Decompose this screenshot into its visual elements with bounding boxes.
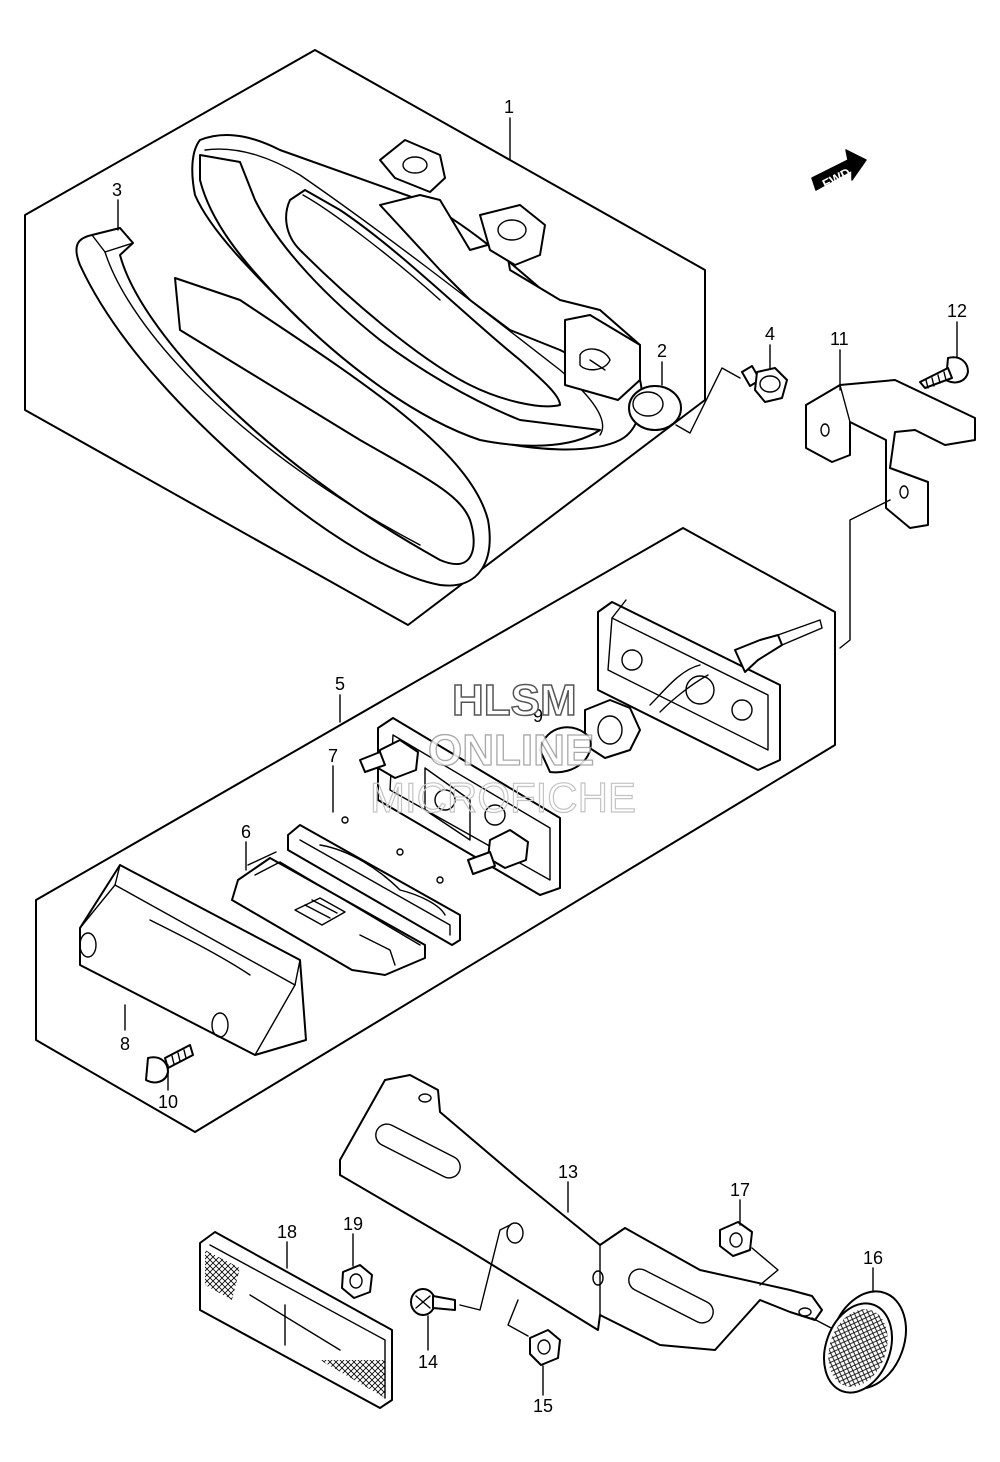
leader-14-13 [459, 1224, 511, 1311]
callout-10: 10 [158, 1092, 178, 1112]
screw-12 [919, 356, 969, 389]
callout-14: 14 [418, 1352, 438, 1372]
reflector-bracket [339, 1074, 823, 1351]
callout-19: 19 [343, 1214, 363, 1234]
fwd-arrow-icon: FWD [811, 149, 867, 192]
leader-2-4 [675, 367, 741, 434]
group-outline-license-lamp [35, 527, 836, 1133]
rear-reflector [823, 1290, 907, 1394]
nut-19 [341, 1264, 373, 1299]
callout-17: 17 [730, 1180, 750, 1200]
callout-15: 15 [533, 1396, 553, 1416]
side-reflector [199, 1231, 393, 1409]
grommet [628, 385, 682, 431]
watermark-line-3: MICROFICHE [370, 774, 636, 821]
callout-8: 8 [120, 1034, 130, 1054]
nut-17 [719, 1221, 753, 1257]
license-lamp-base [539, 599, 823, 774]
watermark: HLSM ONLINE MICROFICHE [369, 675, 636, 821]
callout-6: 6 [241, 822, 251, 842]
lamp-bracket [805, 379, 976, 529]
callout-3: 3 [112, 180, 122, 200]
leader-15-13 [507, 1299, 529, 1337]
callout-12: 12 [947, 301, 967, 321]
bolt-4 [741, 365, 788, 403]
callout-13: 13 [558, 1162, 578, 1182]
leader-17-13 [751, 1247, 779, 1286]
callout-numbers: 1 2 3 4 5 6 7 8 9 10 11 12 13 14 15 16 1… [112, 97, 967, 1416]
callout-9: 9 [533, 706, 543, 726]
bolt-14 [410, 1288, 456, 1316]
callout-leaders [117, 117, 958, 1396]
callout-11: 11 [830, 329, 849, 349]
callout-4: 4 [765, 324, 775, 344]
gasket [287, 816, 461, 946]
watermark-line-1: HLSM [452, 676, 577, 725]
group-outline-tail-lamp [24, 49, 706, 626]
callout-16: 16 [863, 1248, 883, 1268]
tail-lamp-cover [75, 227, 491, 587]
lens [79, 864, 307, 1056]
screw-10 [145, 1044, 194, 1084]
tail-lamp-body [191, 133, 643, 451]
callout-2: 2 [657, 341, 667, 361]
watermark-line-2: ONLINE [428, 726, 594, 775]
callout-7: 7 [328, 746, 338, 766]
callout-18: 18 [277, 1222, 297, 1242]
fwd-label: FWD [820, 165, 853, 192]
callout-5: 5 [335, 674, 345, 694]
callout-1: 1 [504, 97, 514, 117]
lens-cover [231, 851, 426, 976]
leader-11-5 [839, 499, 891, 649]
bulb-board [359, 717, 561, 896]
nut-15 [529, 1329, 561, 1366]
